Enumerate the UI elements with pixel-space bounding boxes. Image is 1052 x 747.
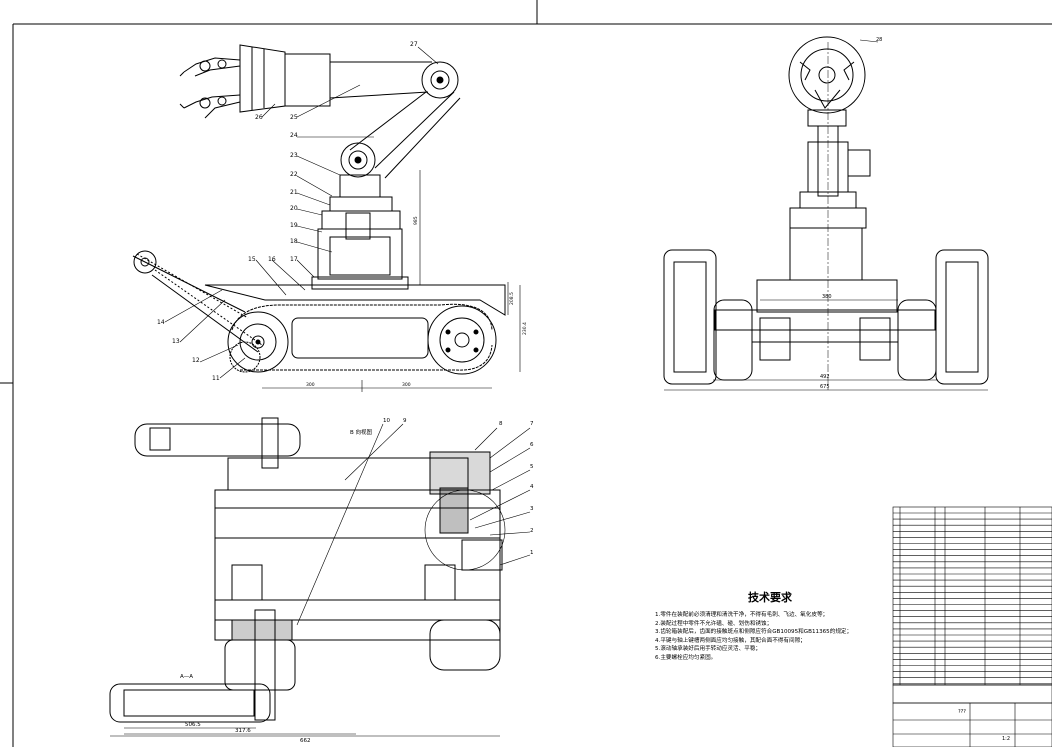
balloon-24: 24	[290, 132, 298, 139]
balloon-22: 22	[290, 171, 298, 178]
side-view-dim-text: 985 208.5 230.4 300 300	[306, 216, 528, 388]
balloon-23: 23	[290, 152, 298, 159]
dim-track-right: 300	[402, 382, 411, 388]
label-a-a: A—A	[180, 674, 193, 680]
title-block-name: ???	[958, 709, 966, 715]
dim-section-total: 662	[300, 738, 311, 744]
side-view-balloons: 27 26 25 24 23 22 21 20 19 18 17 16 15 1…	[157, 41, 418, 382]
side-dimensions	[262, 170, 521, 392]
front-view-text: 28 380 492 675	[820, 37, 882, 390]
dim-section-a: 506.5	[185, 722, 201, 728]
technical-requirements-list: 1.零件在装配前必须清理和清洗干净，不得有毛刺、飞边、氧化皮等； 2.装配过程中…	[655, 611, 885, 663]
balloon-16: 16	[268, 256, 276, 263]
technical-requirements: 技术要求 1.零件在装配前必须清理和清洗干净，不得有毛刺、飞边、氧化皮等； 2.…	[655, 589, 885, 663]
dim-height-main: 985	[413, 216, 419, 225]
side-view	[132, 44, 521, 392]
dim-track-left: 300	[306, 382, 315, 388]
dim-h-med: 230.4	[522, 322, 528, 335]
balloon-26: 26	[255, 114, 263, 121]
balloon-27: 27	[410, 41, 418, 48]
balloon-25: 25	[290, 114, 298, 121]
technical-requirements-heading: 技术要求	[748, 591, 792, 604]
front-view	[663, 36, 989, 391]
balloon-15: 15	[248, 256, 256, 263]
balloon-5: 5	[530, 464, 534, 470]
balloon-7: 7	[530, 421, 534, 427]
balloon-12: 12	[192, 357, 200, 364]
balloon-10: 10	[383, 418, 390, 424]
balloon-28: 28	[876, 37, 882, 43]
dim-front-outer: 675	[820, 384, 830, 390]
balloon-6: 6	[530, 442, 534, 448]
chain-arm	[132, 250, 289, 373]
balloon-18: 18	[290, 238, 298, 245]
balloon-4: 4	[530, 484, 534, 490]
balloon-3: 3	[530, 506, 534, 512]
chassis	[204, 284, 506, 316]
balloon-20: 20	[290, 205, 298, 212]
balloon-2: 2	[530, 528, 534, 534]
requirement-item: 3.齿轮箱装配后，齿面的接触斑点和侧隙应符合GB10095和GB11365的规定…	[655, 629, 853, 636]
balloon-19: 19	[290, 222, 298, 229]
dim-front-width: 492	[820, 374, 830, 380]
requirement-item: 2.装配过程中零件不允许磕、碰、划伤和锈蚀；	[655, 620, 773, 627]
requirement-item: 6.主要螺栓应均匀紧固。	[655, 654, 717, 661]
title-block-scale: 1:2	[1002, 736, 1010, 742]
dim-front-inner: 380	[822, 294, 832, 300]
section-view	[109, 417, 531, 737]
dim-section-b: 317.6	[235, 728, 251, 734]
balloon-8: 8	[499, 421, 503, 427]
balloon-17: 17	[290, 256, 298, 263]
requirement-item: 1.零件在装配前必须清理和清洗干净，不得有毛刺、飞边、氧化皮等；	[655, 612, 829, 618]
gripper	[179, 44, 331, 119]
balloon-1: 1	[530, 550, 534, 556]
dim-h-small: 208.5	[509, 292, 515, 305]
label-b-view: B 向视图	[350, 428, 373, 436]
side-leaders	[164, 46, 439, 379]
balloon-13: 13	[172, 338, 180, 345]
title-block-text: ??? 1:2	[958, 709, 1010, 742]
upper-arm	[329, 61, 459, 99]
balloon-11: 11	[212, 375, 220, 382]
balloon-21: 21	[290, 189, 298, 196]
requirement-item: 5.滚动轴承装好后用手转动应灵活、平稳；	[655, 646, 762, 653]
balloon-14: 14	[157, 319, 165, 326]
forearm	[340, 91, 461, 179]
parts-list	[892, 506, 1052, 747]
track	[231, 303, 497, 375]
section-view-text: 10 9 8 7 6 5 4 3 2 1 B 向视图 A—A 506.5 317…	[180, 418, 534, 744]
waist-stack	[311, 174, 409, 290]
balloon-9: 9	[403, 418, 407, 424]
requirement-item: 4.平键与轴上键槽两侧面应均匀接触，其配合面不得有间隙；	[655, 637, 806, 644]
